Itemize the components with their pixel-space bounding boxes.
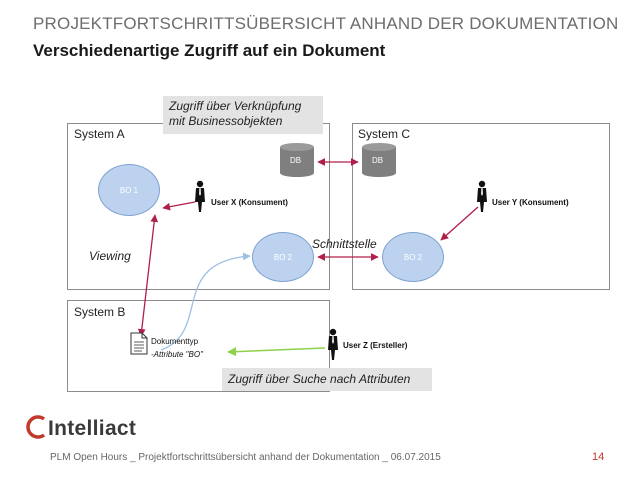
user-z-icon [328, 328, 338, 360]
user-x-label: User X (Konsument) [211, 198, 288, 207]
user-y-label: User Y (Konsument) [492, 198, 569, 207]
system-b-label: System B [74, 305, 126, 319]
user-x-icon [195, 180, 205, 212]
arrow-user-z-to-document [227, 347, 326, 357]
page-title: PROJEKTFORTSCHRITTSÜBERSICHT ANHAND DER … [33, 14, 619, 33]
user-y-icon [477, 180, 487, 212]
db-system-c-cylinder [362, 143, 396, 177]
footer-text: PLM Open Hours _ Projektfortschrittsüber… [50, 452, 441, 463]
intelliact-ring-logo [26, 415, 46, 439]
page-number: 14 [592, 451, 605, 463]
bo2-system-c-node: BO 2 [382, 232, 444, 282]
callout-search-access: Zugriff über Suche nach Attributen [222, 368, 432, 391]
arrow-user-x-to-bo1 [162, 201, 196, 211]
arrow-bo1-to-document [137, 214, 159, 337]
document-attribute-label: -Attribute "BO" [151, 350, 203, 359]
document-type-label: Dokumenttyp [151, 337, 199, 346]
db-system-c-label: DB [372, 156, 384, 165]
system-a-label: System A [74, 127, 125, 141]
viewing-label: Viewing [89, 249, 131, 263]
callout-link-access: Zugriff über Verknüpfung mit Businessobj… [163, 96, 323, 134]
interface-label: Schnittstelle [312, 237, 377, 251]
intelliact-logo-text: Intelliact [48, 417, 137, 440]
callout-link-line1: Zugriff über Verknüpfung [169, 99, 302, 113]
bo2-system-a-node: BO 2 [252, 232, 314, 282]
user-z-label: User Z (Ersteller) [343, 341, 408, 350]
db-system-a-label: DB [290, 156, 302, 165]
arrow-user-y-to-bo2 [440, 206, 479, 241]
arrow-document-to-bo2-viewing [160, 252, 251, 351]
bo1-node: BO 1 [98, 164, 160, 216]
db-system-a-cylinder [280, 143, 314, 177]
document-icon [130, 332, 148, 355]
callout-link-line2: mit Businessobjekten [169, 114, 283, 128]
page-subtitle: Verschiedenartige Zugriff auf ein Dokume… [33, 41, 386, 60]
system-c-label: System C [358, 127, 411, 141]
